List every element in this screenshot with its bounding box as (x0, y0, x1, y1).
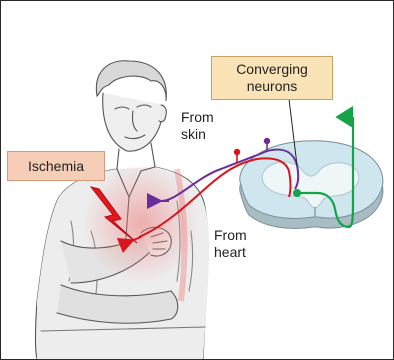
from-heart-line-1: From (214, 227, 264, 244)
heart-ganglion-cell (234, 149, 240, 155)
converging-neurons-label: Converging neurons (211, 56, 333, 100)
ischemia-label: Ischemia (7, 151, 105, 181)
converging-line-1: Converging (212, 61, 332, 78)
from-skin-line-2: skin (181, 126, 231, 143)
from-skin-label: From skin (181, 109, 231, 143)
converging-line-2: neurons (212, 78, 332, 95)
skin-ganglion-cell (264, 138, 270, 144)
from-heart-label: From heart (214, 227, 264, 261)
from-heart-line-2: heart (214, 244, 264, 261)
from-skin-line-1: From (181, 109, 231, 126)
